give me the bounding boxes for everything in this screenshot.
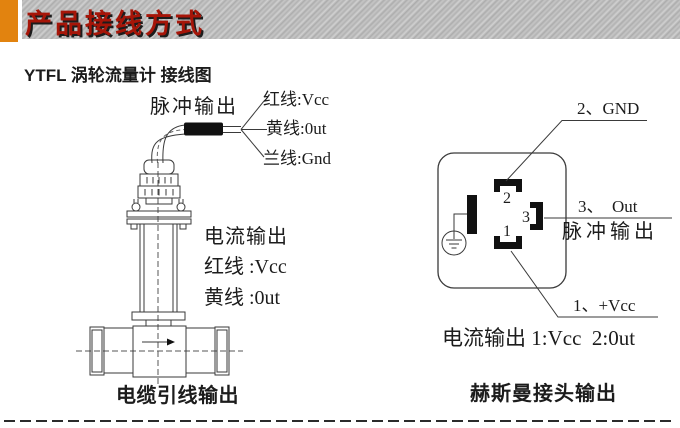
yellow-wire-label: 黄线:0ut bbox=[266, 119, 327, 138]
pin-1 bbox=[494, 236, 522, 249]
connector-face bbox=[437, 152, 567, 289]
header-stripe-background: 产品接线方式 bbox=[22, 0, 680, 39]
wire-fanout-lines bbox=[240, 100, 267, 158]
diagram-title: YTFL 涡轮流量计 接线图 bbox=[24, 66, 212, 85]
hirschmann-output-caption: 赫斯曼接头输出 bbox=[470, 383, 617, 405]
page-title: 产品接线方式 bbox=[25, 9, 205, 39]
pin1-number: 1 bbox=[503, 223, 511, 240]
pin-2 bbox=[494, 179, 522, 192]
current-red-wire-label: 红线 :Vcc bbox=[204, 256, 287, 278]
cable-output-caption: 电缆引线输出 bbox=[116, 385, 239, 407]
gland-cap bbox=[143, 159, 175, 175]
current-yellow-wire-label: 黄线 :0ut bbox=[204, 287, 281, 309]
pipe-section bbox=[89, 325, 230, 378]
gland-hatched-bands bbox=[137, 173, 181, 199]
ground-icon bbox=[441, 195, 477, 256]
pin2-number: 2 bbox=[503, 190, 511, 207]
callout-leader-lines bbox=[505, 120, 672, 318]
pulse-output-label-right: 脉冲输出 bbox=[562, 221, 658, 243]
pin3-out-callout: 3、 Out bbox=[578, 197, 638, 216]
cable-sheath bbox=[184, 122, 223, 136]
flow-arrow-icon bbox=[142, 338, 175, 346]
flow-meter-drawing bbox=[76, 100, 267, 384]
hirschmann-connector-drawing bbox=[437, 120, 672, 318]
header-band: 产品接线方式 bbox=[0, 0, 680, 42]
cable-drawing bbox=[151, 100, 267, 164]
blue-wire-label: 兰线:Gnd bbox=[263, 149, 331, 168]
current-output-pin-map: 电流输出 1:Vcc 2:0ut bbox=[442, 326, 636, 350]
pin-3 bbox=[530, 202, 543, 230]
pin3-number: 3 bbox=[522, 209, 530, 226]
pulse-output-label: 脉冲输出 bbox=[150, 96, 238, 118]
gland-neck bbox=[145, 197, 173, 205]
pin1-vcc-callout: 1、+Vcc bbox=[573, 296, 636, 315]
red-wire-label: 红线:Vcc bbox=[263, 90, 330, 109]
current-output-title: 电流输出 bbox=[204, 226, 288, 248]
flange-plates bbox=[126, 210, 192, 225]
header-accent-bar bbox=[0, 0, 18, 42]
pin2-gnd-callout: 2、GND bbox=[577, 99, 640, 118]
